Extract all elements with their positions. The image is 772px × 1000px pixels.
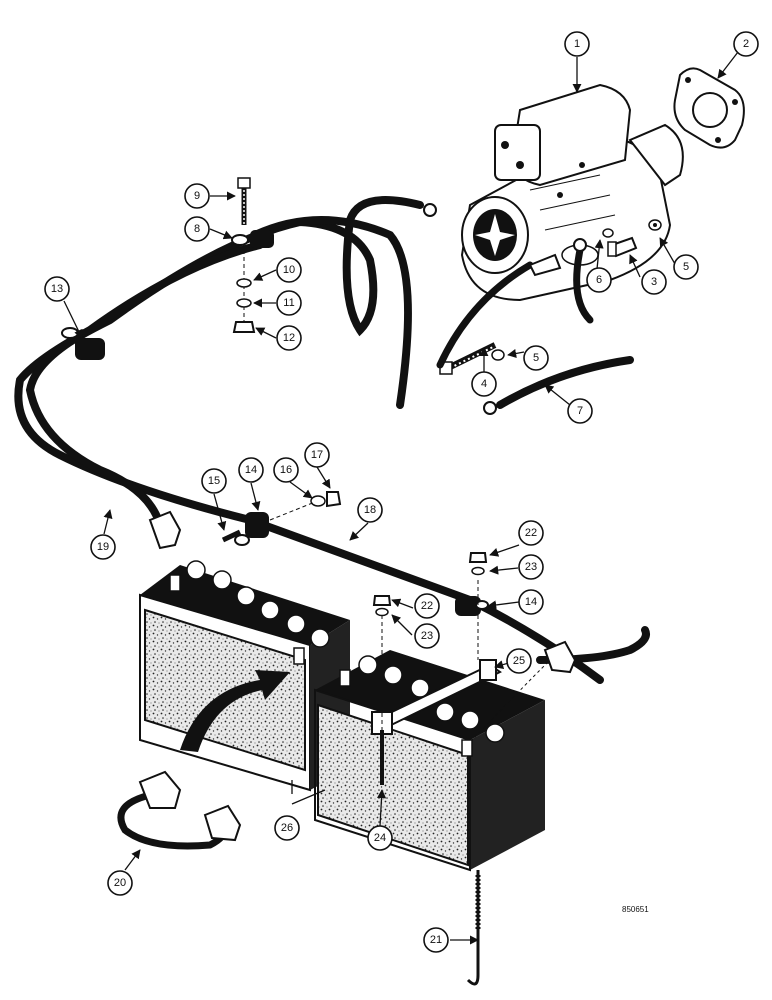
callout-8: 8 xyxy=(184,216,210,242)
starter-motor xyxy=(460,83,684,302)
callout-21: 21 xyxy=(423,927,449,953)
svg-text:24: 24 xyxy=(374,832,386,844)
battery-right xyxy=(314,552,545,986)
callout-15: 15 xyxy=(201,468,227,494)
jumper-cable xyxy=(117,770,242,850)
svg-text:9: 9 xyxy=(194,190,200,202)
callout-14: 14 xyxy=(238,457,264,483)
callout-20: 20 xyxy=(107,870,133,896)
svg-text:26: 26 xyxy=(281,822,293,834)
svg-text:12: 12 xyxy=(283,332,295,344)
curved-arrow xyxy=(180,670,290,752)
leader-lines xyxy=(63,51,739,945)
callout-5b: 5 xyxy=(523,345,549,371)
callout-23: 23 xyxy=(518,554,544,580)
svg-text:6: 6 xyxy=(596,274,602,286)
svg-text:10: 10 xyxy=(283,264,295,276)
svg-text:22: 22 xyxy=(421,600,433,612)
svg-text:4: 4 xyxy=(481,378,487,390)
clamp-hardware xyxy=(221,491,342,543)
svg-text:22: 22 xyxy=(525,527,537,539)
svg-text:7: 7 xyxy=(577,405,583,417)
svg-text:19: 19 xyxy=(97,541,109,553)
callout-10: 10 xyxy=(276,257,302,283)
svg-text:5: 5 xyxy=(683,261,689,273)
callout-26: 26 xyxy=(274,815,300,841)
svg-text:17: 17 xyxy=(311,449,323,461)
svg-text:20: 20 xyxy=(114,877,126,889)
svg-text:25: 25 xyxy=(513,655,525,667)
gasket xyxy=(673,67,745,149)
callout-9: 9 xyxy=(184,183,210,209)
callout-1: 1 xyxy=(564,31,590,57)
callout-19: 19 xyxy=(90,534,116,560)
callout-13: 13 xyxy=(44,276,70,302)
cable-clips xyxy=(61,230,489,616)
callout-22b: 22 xyxy=(414,593,440,619)
callout-5: 5 xyxy=(673,254,699,280)
callout-17: 17 xyxy=(304,442,330,468)
callout-11: 11 xyxy=(276,290,302,316)
cables xyxy=(14,196,650,684)
callout-6: 6 xyxy=(586,267,612,293)
svg-text:1: 1 xyxy=(574,38,580,50)
callout-4: 4 xyxy=(471,371,497,397)
callout-24: 24 xyxy=(367,825,393,851)
svg-text:5: 5 xyxy=(533,352,539,364)
svg-text:23: 23 xyxy=(421,630,433,642)
svg-text:11: 11 xyxy=(283,297,294,309)
svg-text:15: 15 xyxy=(208,475,220,487)
svg-text:8: 8 xyxy=(194,223,200,235)
callout-18: 18 xyxy=(357,497,383,523)
callout-7: 7 xyxy=(567,398,593,424)
callout-3: 3 xyxy=(641,269,667,295)
svg-text:21: 21 xyxy=(430,934,442,946)
svg-text:2: 2 xyxy=(743,38,749,50)
svg-text:16: 16 xyxy=(280,464,292,476)
callout-2: 2 xyxy=(733,31,759,57)
callout-16: 16 xyxy=(273,457,299,483)
svg-text:13: 13 xyxy=(51,283,63,295)
drawing-number: 850651 xyxy=(622,905,649,914)
svg-text:3: 3 xyxy=(651,276,657,288)
callout-14b: 14 xyxy=(518,589,544,615)
svg-text:23: 23 xyxy=(525,561,537,573)
svg-text:14: 14 xyxy=(245,464,257,476)
callout-23b: 23 xyxy=(414,623,440,649)
svg-text:14: 14 xyxy=(525,596,537,608)
callout-25: 25 xyxy=(506,648,532,674)
callout-12: 12 xyxy=(276,325,302,351)
svg-text:18: 18 xyxy=(364,504,376,516)
terminal-clamps xyxy=(148,510,577,741)
callout-22: 22 xyxy=(518,520,544,546)
bolt-nut-stack xyxy=(232,177,256,333)
